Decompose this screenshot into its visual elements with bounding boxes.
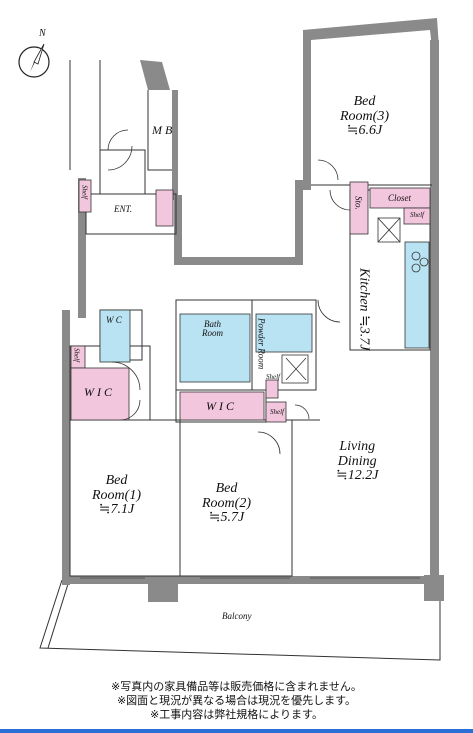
- door-swings: [107, 129, 351, 455]
- bed2-size: ≒5.7J: [208, 510, 245, 526]
- storage-areas: [70, 179, 431, 423]
- balcony-area: [39, 579, 441, 661]
- powder-name2: Room: [256, 348, 267, 370]
- sto-label: Sto.: [353, 196, 364, 210]
- closet-shelf: [403, 207, 431, 225]
- stove-icon: [411, 251, 429, 273]
- wic2-label: W I C: [206, 399, 234, 413]
- bed1-name1: Bed: [105, 473, 128, 488]
- balcony-label: Balcony: [222, 611, 252, 621]
- note-1: ※写真内の家具備品等は販売価格に含まれません。: [111, 680, 362, 693]
- powder-laundry: [281, 354, 309, 384]
- powder-sink: [255, 313, 313, 353]
- mb-label: M B: [152, 123, 173, 137]
- powder-label: Powder Room: [256, 318, 267, 370]
- bath-name2: Room: [202, 328, 223, 339]
- bath-area: [179, 313, 251, 383]
- compass-icon: [18, 43, 50, 78]
- bed3-label: Bed Room(3) ≒6.6J: [340, 94, 389, 139]
- wic1-label: W I C: [84, 385, 112, 399]
- bed3-size: ≒6.6J: [346, 123, 383, 139]
- sto-storage: [349, 181, 369, 235]
- powder-shelf: [265, 379, 279, 399]
- closet-label: Closet: [388, 193, 412, 203]
- bed3-name1: Bed: [353, 94, 376, 109]
- living-name2: Dining: [337, 453, 377, 469]
- bed1-size: ≒7.1J: [98, 502, 135, 518]
- accent-bar: [0, 729, 473, 733]
- wc-area: [99, 309, 131, 363]
- fridge-space: [285, 217, 401, 381]
- powder-shelf-label: Shelf: [266, 373, 280, 381]
- closet-shelf-label: Shelf: [410, 211, 424, 219]
- kitchen-label: Kitchen ≒3.7J: [356, 268, 372, 351]
- bed2-name1: Bed: [215, 481, 238, 496]
- compass-north-label: N: [39, 28, 46, 39]
- ent-shelf: [78, 179, 92, 213]
- powder-name1: Powder: [256, 318, 267, 346]
- bed2-name2: Room(2): [202, 495, 251, 511]
- outer-walls: [62, 18, 444, 602]
- note-2: ※図面と現況が異なる場合は現況を優先します。: [116, 694, 357, 707]
- ent-shelf-label: Shelf: [80, 185, 89, 199]
- ent-label: ENT.: [114, 204, 133, 214]
- disclaimer-notes: ※写真内の家具備品等は販売価格に含まれません。 ※図面と現況が異なる場合は現況を…: [0, 680, 473, 722]
- closet: [369, 187, 431, 209]
- bed1-name2: Room(1): [92, 487, 141, 503]
- wet-areas: [99, 241, 430, 384]
- floor-plan: [18, 18, 444, 661]
- interior-lines: [69, 60, 432, 577]
- living-label: Living Dining ≒12.2J: [336, 439, 379, 484]
- bed2-label: Bed Room(2) ≒5.7J: [202, 481, 251, 526]
- living-size: ≒12.2J: [336, 468, 379, 484]
- bath-label: Bath Room: [202, 319, 223, 339]
- wic1-shelf-label: Shelf: [72, 348, 81, 362]
- living-name1: Living: [339, 439, 376, 454]
- kitchen-size: ≒3.7J: [356, 315, 372, 351]
- note-3: ※工事内容は弊社規格によります。: [150, 708, 323, 721]
- wic2-shelf: [265, 401, 287, 423]
- kitchen-name: Kitchen: [356, 268, 372, 312]
- wc-label: W C: [106, 315, 122, 325]
- wic1: [70, 367, 130, 421]
- bath-name1: Bath: [204, 319, 221, 329]
- wic2-shelf-label: Shelf: [270, 408, 284, 416]
- wic2: [179, 391, 265, 421]
- bed3-name2: Room(3): [340, 108, 389, 124]
- ent-storage: [155, 189, 174, 227]
- bed1-label: Bed Room(1) ≒7.1J: [92, 473, 141, 518]
